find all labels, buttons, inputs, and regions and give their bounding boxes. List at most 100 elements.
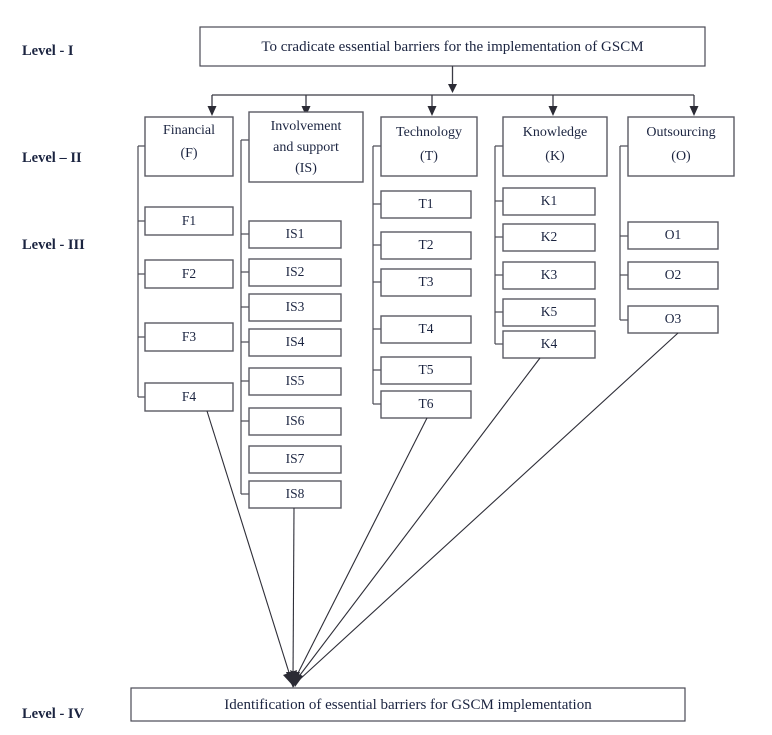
sub-box-is8-label: IS8	[286, 486, 305, 501]
sub-box-is7: IS7	[248, 445, 342, 474]
sub-box-is1-label: IS1	[286, 226, 305, 241]
sub-box-is3: IS3	[248, 293, 342, 322]
sub-box-f1: F1	[144, 206, 234, 236]
sub-box-k5-label: K5	[541, 304, 558, 319]
sub-box-t5-label: T5	[419, 362, 434, 377]
level-label-1: Level - I	[22, 43, 74, 59]
sub-box-is7-rect	[248, 445, 342, 474]
sub-box-t1-rect	[380, 190, 472, 219]
sub-box-t2: T2	[380, 231, 472, 260]
sub-box-k1-label: K1	[541, 193, 558, 208]
category-label-financial-line1: Financial	[163, 123, 215, 138]
sub-box-t4: T4	[380, 315, 472, 344]
sub-box-f3-rect	[144, 322, 234, 352]
category-box-financial: Financial (F)	[144, 116, 234, 177]
drop-arrow-outsourcing-icon	[689, 106, 699, 116]
sub-box-o1: O1	[627, 221, 719, 250]
sub-box-t4-rect	[380, 315, 472, 344]
category-box-knowledge-rect	[502, 116, 608, 177]
sub-box-k3-rect	[502, 261, 596, 290]
convergence-arrow-icon	[283, 670, 303, 688]
category-label-outsourcing-line1: Outsourcing	[646, 125, 715, 140]
sub-box-t3: T3	[380, 268, 472, 297]
category-label-knowledge-line1: Knowledge	[523, 125, 588, 140]
sub-box-t3-rect	[380, 268, 472, 297]
sub-box-t5: T5	[380, 356, 472, 385]
sub-box-o3-label: O3	[665, 311, 682, 326]
sub-box-k2-rect	[502, 223, 596, 252]
sub-box-o1-label: O1	[665, 227, 682, 242]
category-box-outsourcing-rect	[627, 116, 735, 177]
sub-box-is2-rect	[248, 258, 342, 287]
sub-box-is2-label: IS2	[286, 264, 305, 279]
category-box-technology-rect	[380, 116, 478, 177]
converge-line-from-t6	[294, 417, 428, 680]
sub-box-is1-rect	[248, 220, 342, 249]
level-label-3: Level - III	[22, 237, 85, 253]
sub-box-o3-rect	[627, 305, 719, 334]
sub-box-f2-rect	[144, 259, 234, 289]
converge-line-from-f4	[206, 410, 292, 680]
sub-box-is1: IS1	[248, 220, 342, 249]
sub-box-k4-label: K4	[541, 336, 558, 351]
sub-box-k2-label: K2	[541, 229, 558, 244]
level-label-2: Level – II	[22, 150, 82, 166]
sub-box-is4-rect	[248, 328, 342, 357]
sub-box-is5-rect	[248, 367, 342, 396]
sub-box-k3-label: K3	[541, 267, 558, 282]
sub-box-f3-label: F3	[182, 329, 197, 344]
drop-arrow-financial-icon	[207, 106, 217, 116]
category-box-knowledge: Knowledge (K)	[502, 116, 608, 177]
sub-box-k2: K2	[502, 223, 596, 252]
sub-box-is6-label: IS6	[286, 413, 305, 428]
sub-box-k5-rect	[502, 298, 596, 327]
sub-box-f4: F4	[144, 382, 234, 412]
sub-box-is8: IS8	[248, 480, 342, 509]
sub-box-is2: IS2	[248, 258, 342, 287]
sub-box-t6-rect	[380, 390, 472, 419]
sub-box-f2: F2	[144, 259, 234, 289]
sub-box-t1: T1	[380, 190, 472, 219]
bottom-outcome-box-rect	[130, 687, 686, 722]
converge-line-from-k4	[296, 357, 541, 680]
sub-box-is8-rect	[248, 480, 342, 509]
category-box-involvement-and-support-rect	[248, 111, 364, 183]
category-box-involvement-and-support: Involvement and support (IS)	[248, 111, 364, 183]
sub-box-is7-label: IS7	[286, 451, 305, 466]
top-goal-box: To cradicate essential barriers for the …	[199, 26, 706, 67]
sub-box-is4-label: IS4	[286, 334, 305, 349]
category-label-involvement-line2: and support	[273, 140, 339, 155]
sub-box-o2-rect	[627, 261, 719, 290]
sub-box-is5-label: IS5	[286, 373, 305, 388]
sub-box-k5: K5	[502, 298, 596, 327]
level-label-4: Level - IV	[22, 706, 85, 722]
sub-box-is6-rect	[248, 407, 342, 436]
sub-box-f4-label: F4	[182, 389, 197, 404]
sub-box-k3: K3	[502, 261, 596, 290]
sub-box-f3: F3	[144, 322, 234, 352]
category-box-financial-rect	[144, 116, 234, 177]
sub-box-o2: O2	[627, 261, 719, 290]
category-label-outsourcing-line2: (O)	[671, 149, 691, 164]
sub-box-t2-rect	[380, 231, 472, 260]
top-goal-box-rect	[199, 26, 706, 67]
sub-box-t2-label: T2	[419, 237, 434, 252]
drop-arrow-technology-icon	[427, 106, 437, 116]
converge-line-from-is8	[292, 507, 295, 680]
sub-box-t5-rect	[380, 356, 472, 385]
sub-box-is6: IS6	[248, 407, 342, 436]
sub-box-is4: IS4	[248, 328, 342, 357]
sub-box-o1-rect	[627, 221, 719, 250]
sub-box-t6-label: T6	[419, 396, 434, 411]
sub-box-k4-rect	[502, 330, 596, 359]
bottom-outcome-box-label: Identification of essential barriers for…	[224, 697, 592, 713]
drop-arrow-involvement-icon	[301, 106, 311, 116]
sub-box-o3: O3	[627, 305, 719, 334]
category-label-knowledge-line2: (K)	[545, 149, 565, 164]
category-label-technology-line2: (T)	[420, 149, 438, 164]
sub-box-is3-rect	[248, 293, 342, 322]
sub-box-t4-label: T4	[419, 321, 434, 336]
drop-arrow-knowledge-icon	[548, 106, 558, 116]
sub-box-k1: K1	[502, 187, 596, 216]
